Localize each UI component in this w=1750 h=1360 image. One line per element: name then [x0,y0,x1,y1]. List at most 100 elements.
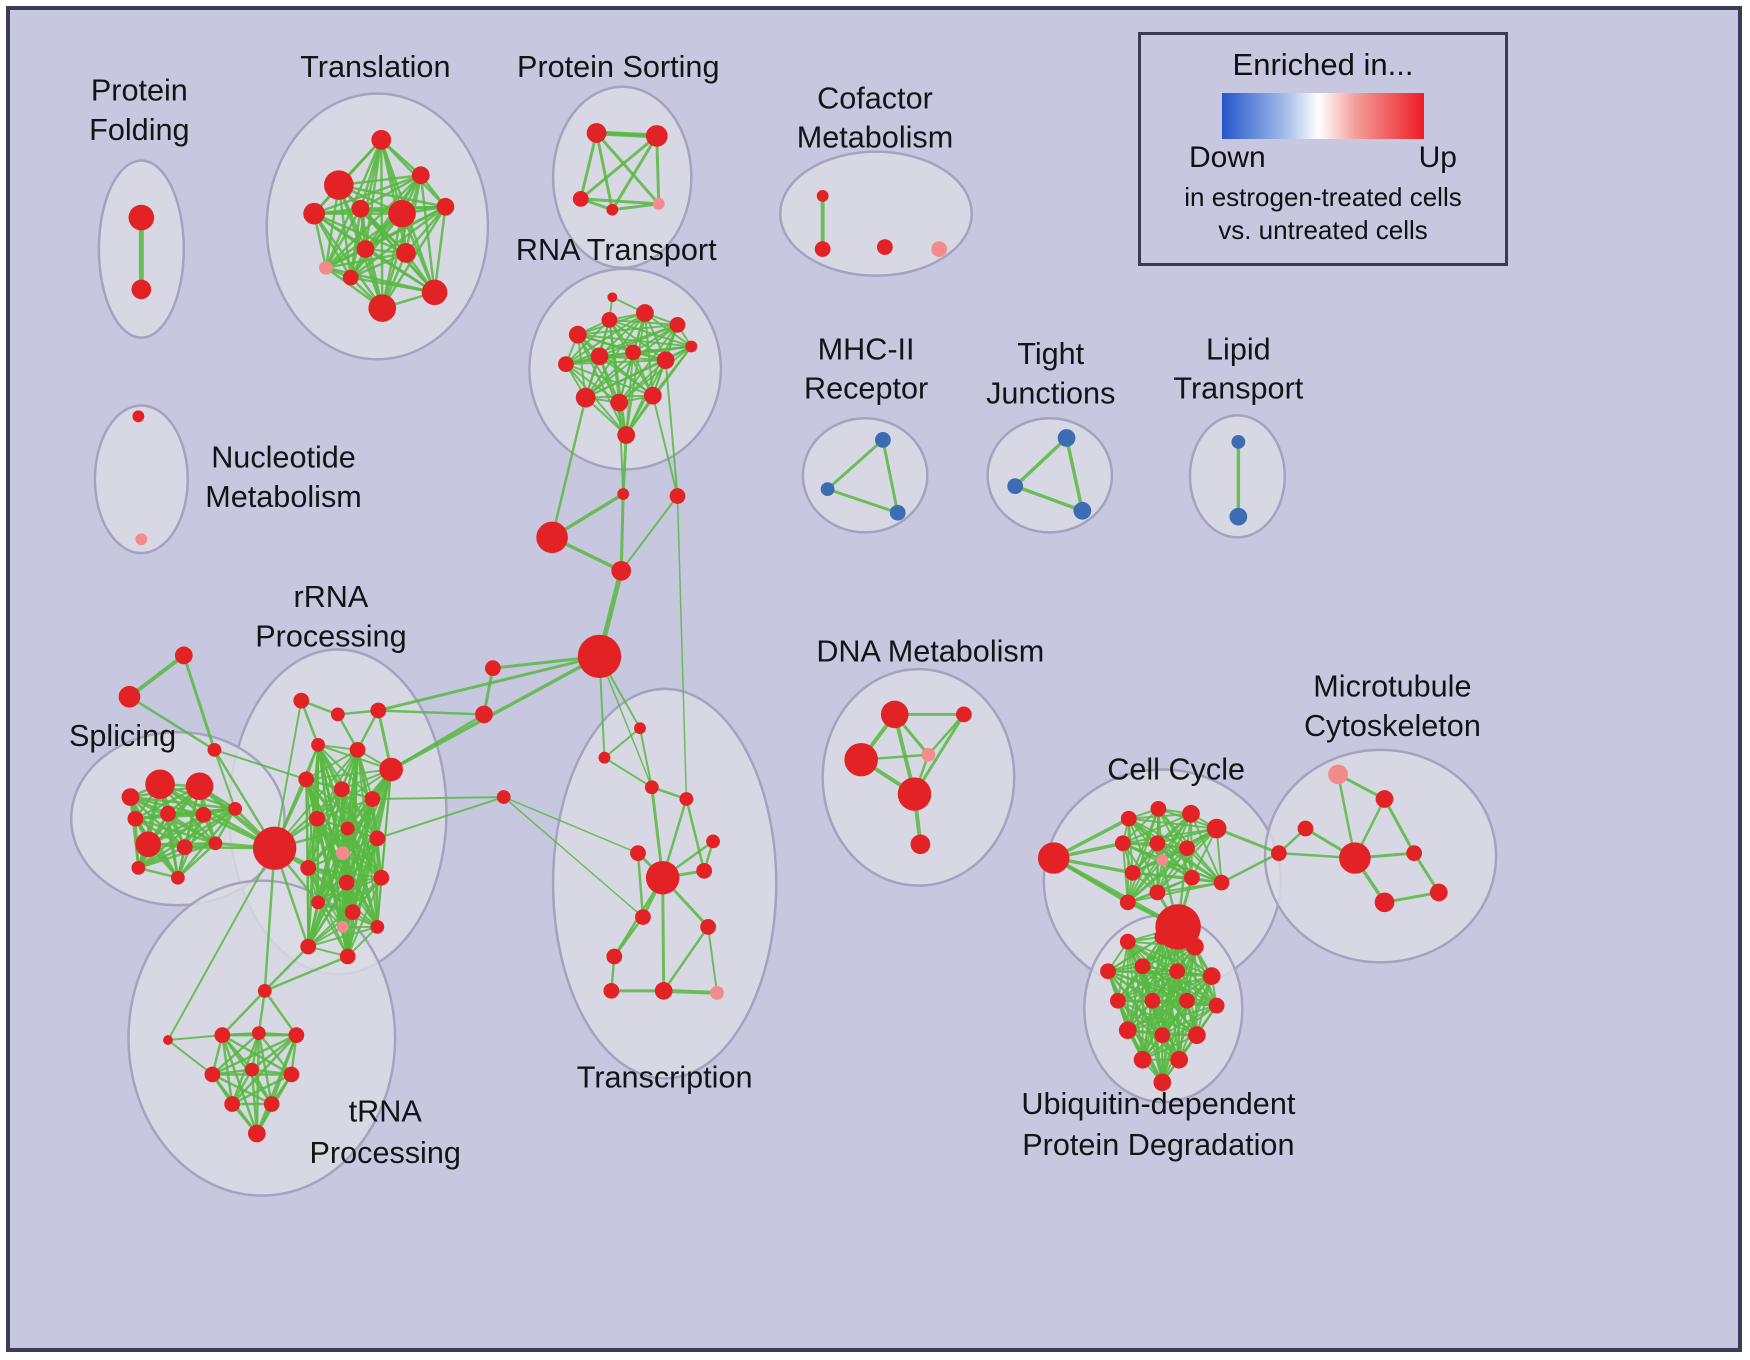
edge [221,989,266,1037]
node-rt1 [607,292,618,303]
edge [167,1039,214,1076]
edge [502,796,639,854]
edge [137,813,205,870]
node-ts2 [118,685,141,708]
node-tr9 [356,240,375,258]
edge [257,989,266,1035]
edge [1121,827,1218,845]
edge [664,359,679,497]
node-cc9 [1156,854,1169,866]
cluster-label-nucleotide-metabolism: Nucleotide [211,441,356,475]
node-cc10 [1124,864,1141,881]
edge [1156,827,1218,845]
node-c7 [475,705,493,724]
node-tc13 [654,982,673,1000]
node-tc3 [644,780,659,795]
edge [263,846,276,993]
edge [371,796,505,801]
edge [376,876,383,928]
node-rr2 [330,707,345,722]
cluster-label-protein-folding: Folding [89,113,189,147]
edge [579,134,659,201]
edge [564,312,646,366]
edge [661,988,719,995]
node-rr16 [373,869,390,886]
node-mh1 [874,432,891,448]
node-rr18 [344,904,361,921]
cluster-tight-junctions [986,417,1114,534]
edge [376,654,601,712]
node-ub6 [1169,963,1186,980]
edge [662,925,710,993]
edge [603,756,653,789]
edge [1126,807,1160,904]
edge [550,396,587,539]
node-ub15 [1133,1050,1152,1069]
node-ub8 [1109,992,1126,1009]
node-pf2 [131,279,152,300]
node-cc3 [1150,800,1167,817]
node-c8 [496,790,511,804]
node-sp6 [195,806,212,823]
cluster-label-protein-folding: Protein [91,74,188,108]
edge [273,699,303,850]
edge [381,174,423,310]
edge [620,495,679,572]
node-ub2 [1154,928,1171,945]
edge [1126,999,1189,1032]
node-sp5 [160,805,176,822]
cluster-label-splicing: Splicing [69,719,176,753]
cluster-label-rrna-processing: Processing [255,620,406,654]
edge [1156,847,1189,894]
node-rt4 [636,304,654,322]
edge [346,798,374,958]
node-lt2 [1229,507,1248,526]
cluster-label-ubiquitin-degradation: Ubiquitin-dependent [1021,1087,1295,1121]
legend-down-label: Down [1189,141,1266,174]
cluster-label-mhc-ii-receptor: MHC-II [818,332,915,366]
edge [324,251,408,269]
node-tr11 [421,279,448,306]
legend-caption-line2: vs. untreated cells [1218,215,1428,246]
edge [364,138,383,251]
cluster-label-cofactor-metabolism: Metabolism [797,121,953,155]
edge [137,807,237,870]
node-rr22 [339,948,356,965]
edge [312,212,352,279]
edge [376,796,505,840]
edge [564,359,667,366]
edge [307,911,354,948]
node-tr7 [436,197,455,216]
node-tj1 [1057,429,1076,447]
edge [651,394,679,497]
node-pf1 [128,204,155,231]
edge [211,1031,261,1076]
node-ub12 [1118,1021,1137,1040]
edge [377,709,486,716]
edge [182,653,216,752]
edge [1141,1034,1198,1061]
edge [636,851,645,919]
cluster-label-mhc-ii-receptor: Receptor [804,372,928,406]
cluster-nucleotide-metabolism [93,404,189,555]
cluster-label-translation: Translation [300,50,450,84]
node-rt2 [568,325,587,344]
edge [317,901,349,958]
node-tr1 [324,170,354,200]
node-mh2 [820,482,835,497]
node-dm3 [844,742,878,777]
edge [346,876,383,958]
edge [364,205,447,251]
node-tr8 [319,260,333,275]
node-tn0 [257,983,272,998]
edge [176,842,217,879]
edge [134,817,187,849]
node-rt13 [643,386,662,405]
node-ub11 [1208,997,1225,1014]
edge [263,989,298,1037]
node-ub5 [1134,958,1151,975]
edge [263,955,349,993]
edge [618,345,693,404]
edge [1161,925,1180,1084]
edge [167,1034,224,1042]
